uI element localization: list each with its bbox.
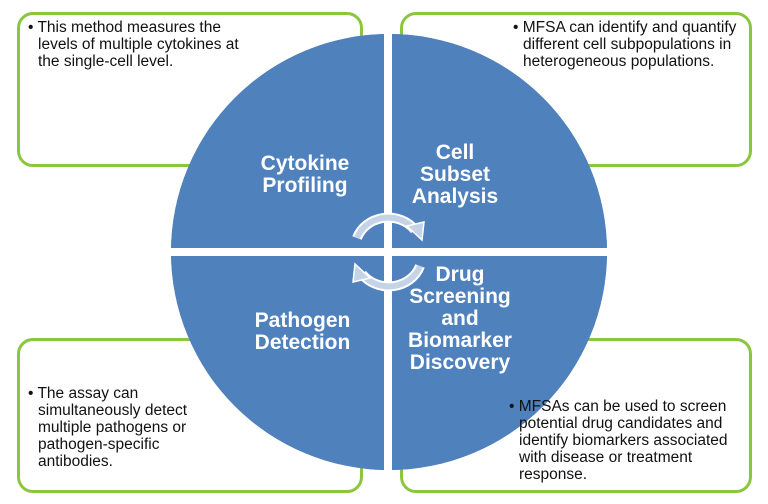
description-text-cytokine-profiling: • This method measures the levels of mul… bbox=[28, 19, 239, 70]
label-line: Analysis bbox=[411, 185, 499, 208]
description-cytokine-profiling: This method measures the levels of multi… bbox=[37, 19, 239, 70]
label-line: and bbox=[441, 307, 479, 330]
description-text-pathogen-detection: • The assay can simultaneously detect mu… bbox=[28, 385, 188, 470]
description-text-cell-subset-analysis: • MFSA can identify and quantify differe… bbox=[513, 19, 737, 70]
quadrant-label-pathogen-detection: Pathogen Detection bbox=[240, 310, 365, 354]
label-line: Detection bbox=[254, 331, 351, 354]
horizontal-divider bbox=[168, 248, 612, 256]
label-line: Drug bbox=[435, 263, 485, 286]
quadrant-label-cell-subset-analysis: Cell Subset Analysis bbox=[405, 142, 505, 208]
quadrant-label-drug-screening: Drug Screening and Biomarker Discovery bbox=[400, 264, 520, 374]
label-line: Screening bbox=[409, 285, 511, 308]
label-line: Profiling bbox=[262, 174, 348, 197]
label-line: Cell bbox=[435, 141, 475, 164]
label-line: Subset bbox=[419, 163, 490, 186]
quadrant-label-cytokine-profiling: Cytokine Profiling bbox=[245, 153, 365, 197]
description-cell-subset-analysis: MFSA can identify and quantify different… bbox=[522, 19, 737, 70]
description-pathogen-detection: The assay can simultaneously detect mult… bbox=[37, 385, 188, 470]
description-text-drug-screening: • MFSAs can be used to screen potential … bbox=[509, 398, 728, 483]
description-drug-screening: MFSAs can be used to screen potential dr… bbox=[518, 398, 728, 483]
label-line: Pathogen bbox=[254, 309, 351, 332]
cycle-arrows-icon bbox=[352, 212, 425, 292]
label-line: Cytokine bbox=[260, 152, 350, 175]
label-line: Biomarker bbox=[408, 329, 512, 352]
label-line: Discovery bbox=[409, 351, 511, 374]
